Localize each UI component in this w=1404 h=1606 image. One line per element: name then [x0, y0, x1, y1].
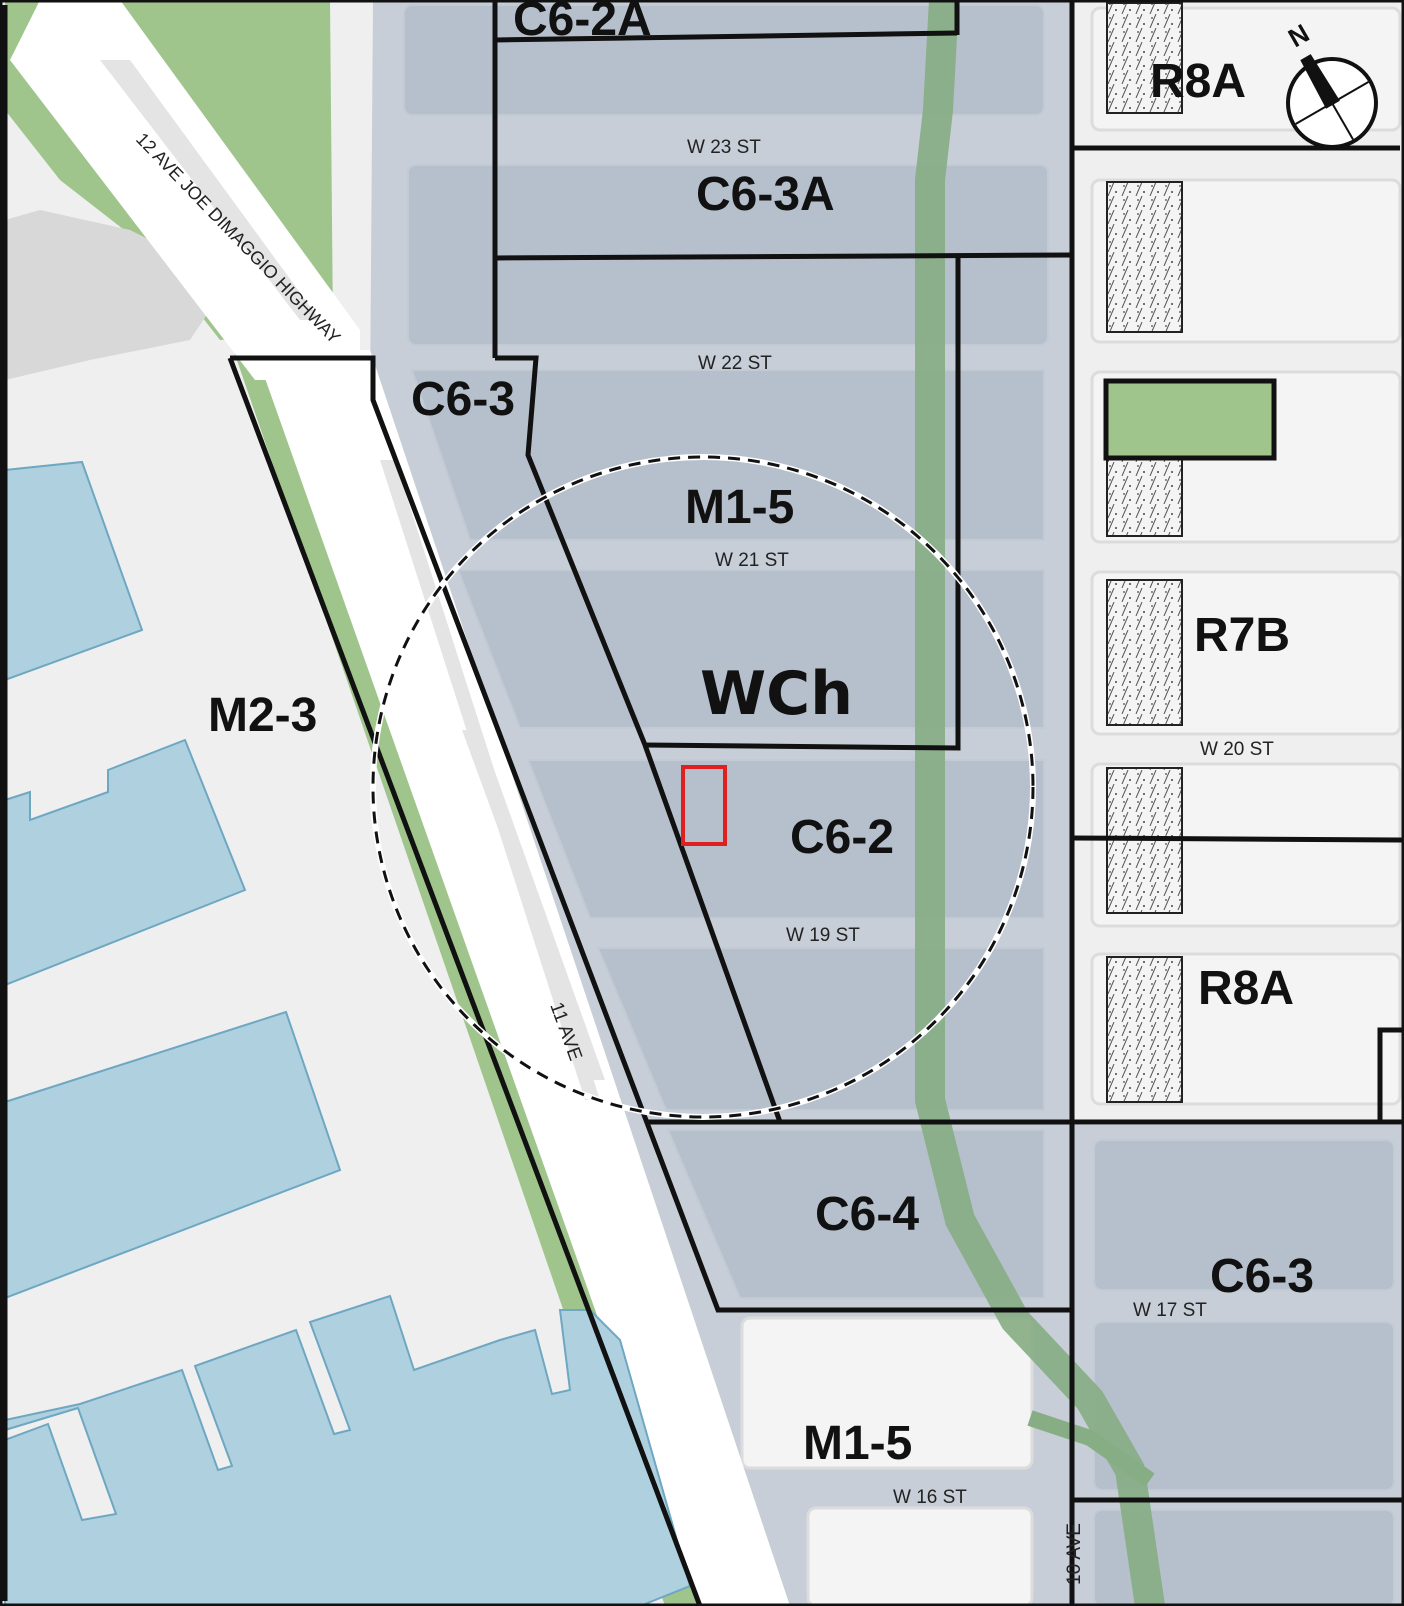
zone-label-r8a-mid: R8A: [1198, 962, 1294, 1015]
study-area-circle-dashed: [371, 455, 1035, 1119]
project-site: [681, 765, 727, 846]
street-label-w20: W 20 ST: [1200, 739, 1274, 760]
street-label-w17: W 17 ST: [1133, 1300, 1207, 1321]
zone-label-c6-2: C6-2: [790, 811, 894, 864]
zone-label-m1-5-south: M1-5: [803, 1417, 912, 1470]
zone-label-c6-2a: C6-2A: [513, 0, 652, 46]
zone-label-wch: WCh: [700, 659, 853, 729]
hudson-river: [4, 460, 692, 1606]
high-line-spur: [1027, 1410, 1155, 1487]
zone-label-r7b: R7B: [1194, 609, 1290, 662]
zone-label-m2-3: M2-3: [208, 689, 317, 742]
north-arrow: N: [1283, 18, 1378, 149]
street-label-10-ave: 10 AVE: [1064, 1523, 1085, 1585]
zone-label-m1-5-north: M1-5: [685, 481, 794, 534]
zone-label-c6-3a: C6-3A: [696, 168, 835, 221]
street-label-w16: W 16 ST: [893, 1487, 967, 1508]
street-label-w19: W 19 ST: [786, 925, 860, 946]
zone-label-r8a-top: R8A: [1150, 55, 1246, 108]
street-label-w22: W 22 ST: [698, 353, 772, 374]
zone-label-c6-3-west: C6-3: [411, 373, 515, 426]
zone-label-c6-4: C6-4: [815, 1188, 919, 1241]
highway-12-ave: [10, 0, 790, 1606]
high-line: [915, 0, 1165, 1606]
zone-label-c6-3-east: C6-3: [1210, 1250, 1314, 1303]
street-label-w23: W 23 ST: [687, 137, 761, 158]
street-label-w21: W 21 ST: [715, 550, 789, 571]
park-building: [1103, 378, 1277, 461]
